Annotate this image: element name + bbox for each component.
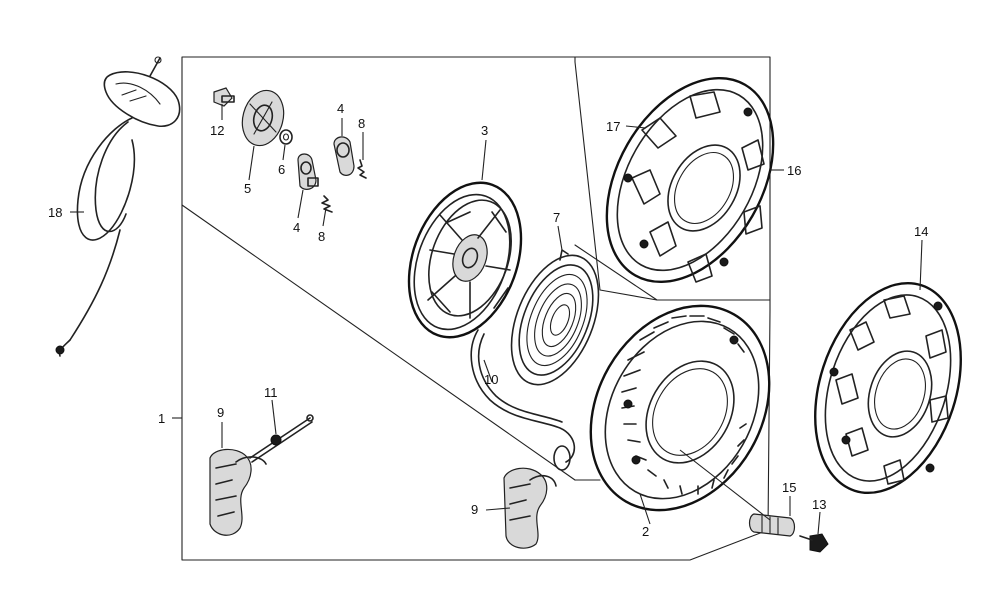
rope-10	[470, 329, 576, 471]
collar-15	[748, 513, 796, 537]
washer-6	[279, 129, 293, 145]
bolt-13	[799, 533, 829, 553]
spring-8-lower	[321, 195, 333, 213]
label-part-4-upper: 4	[337, 101, 344, 116]
starter-grip-rope	[55, 56, 181, 357]
label-part-12: 12	[210, 123, 224, 138]
label-part-11: 11	[264, 385, 278, 400]
label-part-8-upper: 8	[358, 116, 365, 131]
assembly-divider	[181, 204, 576, 481]
label-part-1: 1	[158, 411, 165, 426]
reel-3	[407, 181, 523, 339]
rope-pin-11	[249, 414, 314, 463]
recoil-spring-7	[510, 249, 600, 386]
label-part-3: 3	[481, 123, 488, 138]
label-part-15: 15	[782, 480, 796, 495]
fan-cover-14	[814, 281, 962, 495]
spring-8-upper	[357, 159, 367, 179]
label-part-17: 17	[606, 119, 620, 134]
label-part-9-left: 9	[217, 405, 224, 420]
ratchet-plate-5	[241, 89, 285, 147]
assembly-outline-16	[574, 56, 771, 301]
label-part-13: 13	[812, 497, 826, 512]
label-part-2: 2	[642, 524, 649, 539]
label-part-6: 6	[278, 162, 285, 177]
starter-handle-9-left	[209, 448, 267, 536]
label-part-16: 16	[787, 163, 801, 178]
label-part-9-middle: 9	[471, 502, 478, 517]
bolt-12	[213, 87, 235, 107]
pawl-4-lower	[297, 153, 319, 190]
label-part-14: 14	[914, 224, 928, 239]
label-part-5: 5	[244, 181, 251, 196]
label-part-4-lower: 4	[293, 220, 300, 235]
starter-handle-9-middle	[503, 467, 557, 549]
label-part-8-lower: 8	[318, 229, 325, 244]
label-part-7: 7	[553, 210, 560, 225]
fan-cover-17	[605, 76, 775, 284]
label-part-18: 18	[48, 205, 62, 220]
pawl-4-upper	[333, 136, 355, 176]
leader-lines	[70, 104, 923, 535]
starter-case-2	[589, 304, 771, 512]
label-part-10: 10	[484, 372, 498, 387]
